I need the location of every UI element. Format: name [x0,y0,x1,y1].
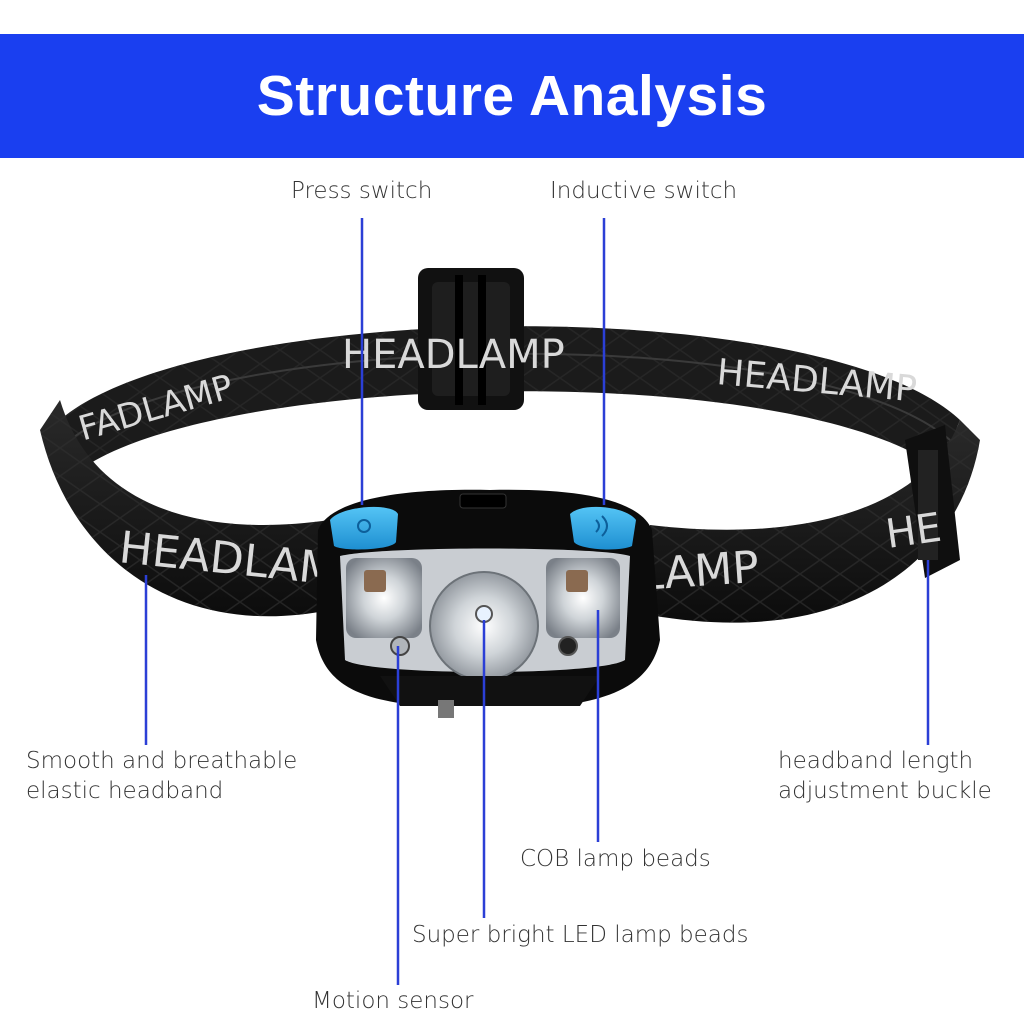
label-buckle-line2: adjustment buckle [778,778,992,804]
leader-lines [144,218,930,985]
title-banner: Structure Analysis [0,34,1024,158]
label-buckle-line1: headband length [778,748,974,774]
inductive-switch-button[interactable] [570,506,636,550]
label-press-switch: Press switch [291,176,432,206]
label-cob-text: COB lamp beads [520,846,711,872]
band-print-back-center: HEADLAMP [342,332,565,378]
label-headband-line2: elastic headband [26,778,224,804]
top-buckle [418,268,524,410]
press-switch-button[interactable] [330,506,398,550]
label-motion: Motion sensor [312,986,474,1016]
label-motion-text: Motion sensor [312,988,474,1014]
label-led: Super bright LED lamp beads [412,920,748,950]
page-title: Structure Analysis [256,64,768,128]
label-cob: COB lamp beads [520,844,711,874]
wave-icon [595,515,608,537]
headband-front [40,400,980,623]
lamp-body [316,489,660,718]
band-print-side-right: HE [883,505,944,558]
label-led-text: Super bright LED lamp beads [412,922,749,948]
power-icon [357,519,371,533]
band-print-front-right: LAMP [637,542,760,601]
label-buckle: headband length adjustment buckle [778,746,992,806]
label-headband-line1: Smooth and breathable [26,748,298,774]
side-buckle [905,425,960,578]
label-inductive-switch: Inductive switch [550,176,737,206]
label-inductive-switch-text: Inductive switch [550,178,738,204]
label-headband: Smooth and breathable elastic headband [26,746,297,806]
label-press-switch-text: Press switch [291,178,433,204]
